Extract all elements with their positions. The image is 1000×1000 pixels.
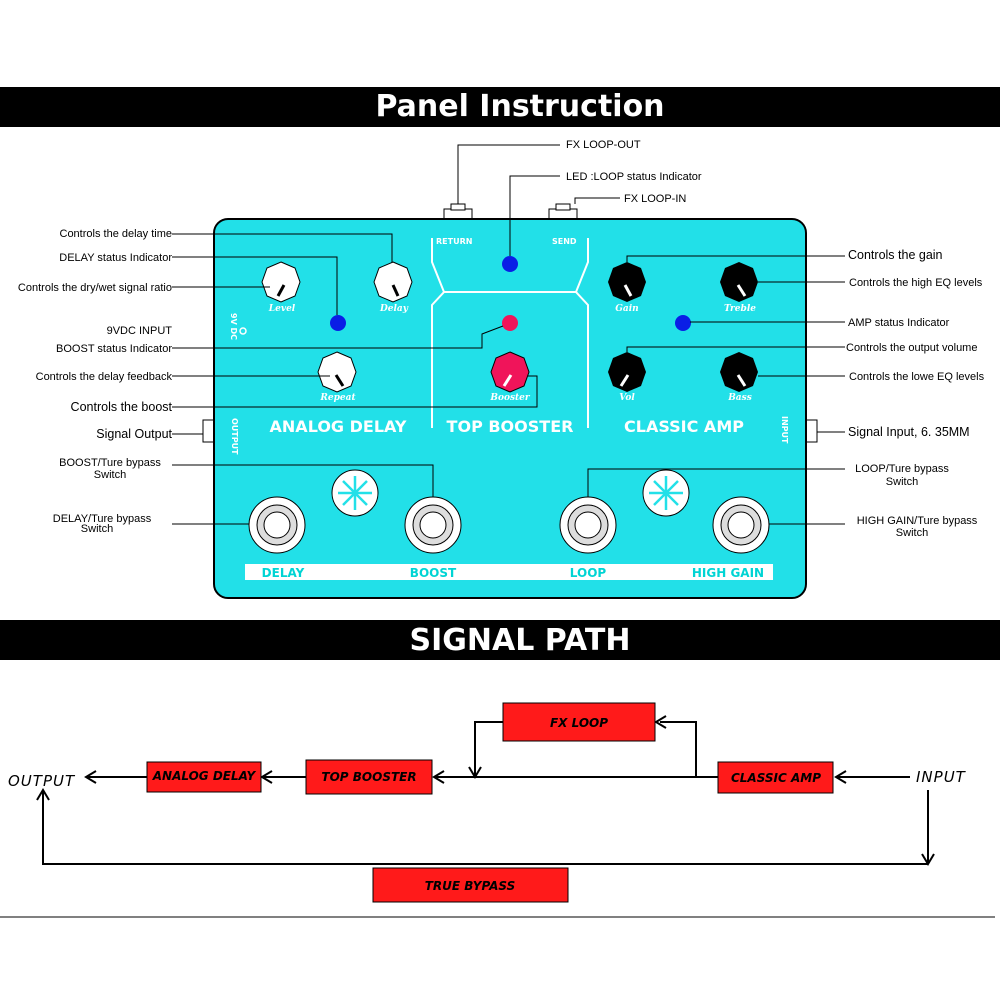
callout-feedback: Controls the delay feedback — [36, 371, 173, 383]
callout-dry-wet: Controls the dry/wet signal ratio — [18, 282, 172, 294]
pedal-body: RETURN SEND OUTPUT INPUT 9V DC ANALOG DE… — [202, 203, 818, 599]
panel-title: Panel Instruction — [375, 89, 664, 124]
callout-dc-input: 9VDC INPUT — [107, 325, 173, 337]
callout-lines-right — [587, 255, 845, 525]
signal-title: SIGNAL PATH — [410, 623, 631, 658]
knob-gain[interactable]: Gain — [608, 262, 646, 314]
knob-delay[interactable]: Delay — [373, 261, 413, 314]
callout-delay-switch: DELAY/Ture bypass — [53, 513, 152, 525]
footswitch-loop[interactable] — [559, 496, 617, 554]
callout-fx-in: FX LOOP-IN — [624, 193, 686, 205]
label-top-booster: TOP BOOSTER — [321, 770, 416, 784]
callout-fx-out: FX LOOP-OUT — [566, 139, 641, 151]
switch-label-boost: BOOST — [410, 566, 457, 580]
switch-label-delay: DELAY — [262, 566, 305, 580]
loop-led — [502, 256, 518, 272]
svg-text:Repeat: Repeat — [319, 393, 356, 403]
svg-text:Level: Level — [268, 304, 296, 314]
callout-signal-input: Signal Input, 6. 35MM — [848, 425, 970, 439]
callout-gain: Controls the gain — [848, 248, 943, 262]
switch-label-loop: LOOP — [570, 566, 607, 580]
switch-label-high-gain: HIGH GAIN — [692, 566, 764, 580]
section-analog-delay: ANALOG DELAY — [270, 417, 407, 436]
svg-text:Booster: Booster — [489, 393, 531, 403]
section-classic-amp: CLASSIC AMP — [624, 417, 744, 436]
box-top-booster — [305, 759, 433, 795]
callout-highgain-switch-2: Switch — [896, 527, 928, 539]
pedal-enclosure — [213, 218, 807, 599]
knob-level[interactable]: Level — [261, 261, 301, 314]
svg-text:Delay: Delay — [379, 304, 409, 314]
svg-text:Bass: Bass — [727, 393, 752, 403]
callout-delay-led: DELAY status Indicator — [59, 252, 172, 264]
footswitch-boost[interactable] — [404, 496, 462, 554]
callout-loop-switch-2: Switch — [886, 476, 918, 488]
return-label: RETURN — [436, 237, 472, 246]
callout-boost: Controls the boost — [71, 400, 173, 414]
label-analog-delay: ANALOG DELAY — [152, 769, 257, 783]
label-input: INPUT — [916, 768, 967, 786]
boost-led — [502, 315, 518, 331]
input-label: INPUT — [780, 416, 789, 444]
label-fx-loop: FX LOOP — [550, 716, 608, 730]
snowflake-icon — [642, 469, 690, 517]
knob-treble[interactable]: Treble — [720, 262, 758, 314]
snowflake-icon — [331, 469, 379, 517]
section-top-booster: TOP BOOSTER — [447, 417, 574, 436]
output-label: OUTPUT — [230, 418, 239, 455]
callout-lines-top — [457, 144, 620, 256]
callout-boost-switch: BOOST/Ture bypass — [59, 457, 161, 469]
callout-treble: Controls the high EQ levels — [849, 277, 983, 289]
knob-vol[interactable]: Vol — [608, 352, 646, 403]
callout-amp-led: AMP status Indicator — [848, 317, 950, 329]
label-classic-amp: CLASSIC AMP — [731, 771, 821, 785]
knob-booster[interactable]: Booster — [489, 351, 531, 403]
send-label: SEND — [552, 237, 577, 246]
box-classic-amp — [717, 761, 834, 794]
switch-label-strip — [245, 564, 773, 580]
svg-text:Vol: Vol — [619, 393, 635, 403]
footswitch-delay[interactable] — [248, 496, 306, 554]
signal-path-header: SIGNAL PATH — [0, 620, 1000, 660]
label-true-bypass: TRUE BYPASS — [425, 879, 516, 893]
callout-loop-switch: LOOP/Ture bypass — [855, 463, 949, 475]
box-analog-delay — [146, 761, 262, 793]
delay-led — [330, 315, 346, 331]
callout-boost-switch-2: Switch — [94, 469, 126, 481]
callout-signal-output: Signal Output — [96, 427, 172, 441]
footswitch-high-gain[interactable] — [712, 496, 770, 554]
callout-delay-switch-2: Switch — [81, 523, 113, 535]
input-jack[interactable] — [805, 419, 818, 443]
box-true-bypass — [372, 867, 569, 903]
label-output: OUTPUT — [8, 772, 76, 790]
callout-highgain-switch: HIGH GAIN/Ture bypass — [857, 515, 978, 527]
knob-repeat[interactable]: Repeat — [317, 351, 357, 403]
box-fx-loop — [502, 702, 656, 742]
dc-label: 9V DC — [229, 313, 238, 340]
callout-bass: Controls the lowe EQ levels — [849, 371, 985, 383]
svg-text:Gain: Gain — [615, 304, 638, 314]
callout-boost-led: BOOST status Indicator — [56, 343, 172, 355]
output-jack[interactable] — [202, 419, 215, 443]
dc-polarity-icon — [239, 327, 247, 335]
callout-lines-left — [172, 233, 538, 525]
callout-volume: Controls the output volume — [846, 342, 977, 354]
svg-text:Treble: Treble — [724, 304, 756, 314]
panel-instruction-header: Panel Instruction — [0, 87, 1000, 127]
signal-path-diagram: FX LOOP ANALOG DELAY TOP BOOSTER CLASSIC… — [8, 702, 967, 903]
amp-led — [675, 315, 691, 331]
callout-delay-time: Controls the delay time — [60, 228, 173, 240]
callout-loop-led: LED :LOOP status Indicator — [566, 171, 702, 183]
knob-bass[interactable]: Bass — [720, 352, 758, 403]
